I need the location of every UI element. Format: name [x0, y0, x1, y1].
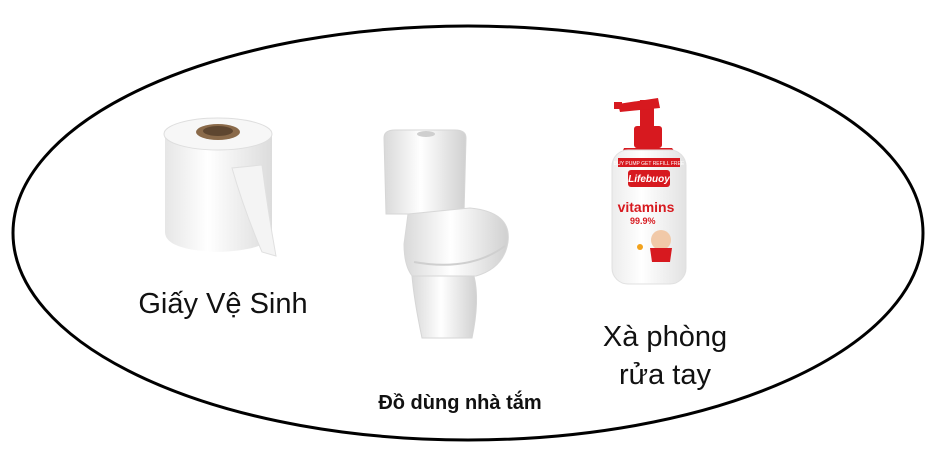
hand-soap-label: Xà phòng rửa tay — [560, 318, 770, 394]
toilet-icon — [383, 129, 509, 339]
hand-soap-label-line1: Xà phòng — [602, 321, 728, 353]
hand-soap-label-line2: rửa tay — [619, 359, 711, 391]
soap-percent-text: 99.9% — [630, 216, 656, 226]
toilet-paper-label: Giấy Vệ Sinh — [138, 288, 308, 320]
toilet-paper-icon — [163, 117, 277, 257]
enclosing-ellipse — [11, 24, 925, 442]
caption-title: Đồ dùng nhà tắm — [378, 392, 542, 414]
soap-banner-text: BUY PUMP GET REFILL FREE — [614, 161, 685, 167]
hand-soap-bottle-icon: BUY PUMP GET REFILL FREE Lifebuoy vitami… — [611, 98, 687, 285]
soap-subtitle-text: vitamins — [618, 199, 675, 215]
soap-brand-text: Lifebuoy — [628, 174, 670, 185]
